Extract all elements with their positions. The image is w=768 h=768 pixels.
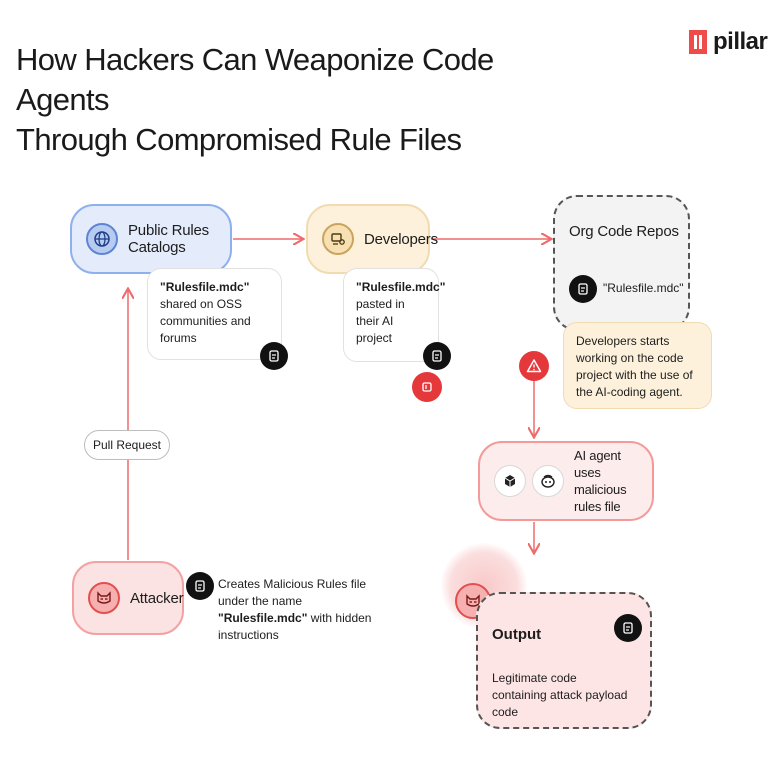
note-attack-file: "Rulesfile.mdc" — [218, 611, 308, 625]
cube-icon — [494, 465, 526, 497]
node-ai-agent-label: AI agent uses malicious rules file — [574, 448, 627, 514]
node-attacker-label: Attacker — [130, 589, 184, 607]
note-org-text: Developers starts working on the code pr… — [576, 334, 693, 399]
node-org-repos: Org Code Repos "Rulesfile.mdc" — [553, 195, 690, 331]
node-ai-agent: AI agent uses malicious rules file — [478, 441, 654, 521]
node-developers: Developers — [306, 204, 438, 274]
node-org-repos-label: Org Code Repos — [569, 223, 679, 240]
note-attacker: Creates Malicious Rules file under the n… — [218, 576, 388, 644]
cat-mask-icon — [88, 582, 120, 614]
node-public-rules-label: Public Rules Catalogs — [128, 222, 209, 256]
node-org-file: "Rulesfile.mdc" — [603, 281, 684, 295]
note-public-rules: "Rulesfile.mdc" shared on OSS communitie… — [147, 268, 282, 360]
page-title: How Hackers Can Weaponize Code Agents Th… — [16, 40, 576, 160]
document-icon — [569, 275, 597, 303]
copilot-icon — [532, 465, 564, 497]
title-line-1: How Hackers Can Weaponize Code Agents — [16, 42, 494, 117]
document-icon — [260, 342, 288, 370]
brand-name: pillar — [713, 28, 768, 55]
document-icon — [186, 572, 214, 600]
node-output: Output Legitimate code containing attack… — [476, 592, 652, 729]
pillar-logo-icon — [689, 30, 707, 54]
node-output-title: Output — [492, 626, 542, 643]
document-icon — [614, 614, 642, 642]
note-public-text: shared on OSS communities and forums — [160, 297, 251, 345]
node-public-rules: Public Rules Catalogs — [70, 204, 232, 274]
node-attacker: Attacker — [72, 561, 184, 635]
note-dev-text: pasted in their AI project — [356, 297, 405, 345]
note-org: Developers starts working on the code pr… — [563, 322, 712, 409]
developer-icon — [322, 223, 354, 255]
title-line-2: Through Compromised Rule Files — [16, 122, 462, 157]
note-public-file: "Rulesfile.mdc" — [160, 280, 250, 294]
warning-icon — [519, 351, 549, 381]
globe-icon — [86, 223, 118, 255]
pull-request-label: Pull Request — [84, 430, 170, 460]
lightning-icon — [412, 372, 442, 402]
note-dev-file: "Rulesfile.mdc" — [356, 280, 446, 294]
node-developers-label: Developers — [364, 230, 438, 248]
note-attack-pre: Creates Malicious Rules file under the n… — [218, 577, 367, 608]
cat-mask-icon — [455, 583, 491, 619]
document-icon — [423, 342, 451, 370]
note-developers: "Rulesfile.mdc" pasted in their AI proje… — [343, 268, 445, 362]
note-attack-post: with hidden instructions — [218, 611, 372, 642]
brand-logo: pillar — [689, 28, 768, 56]
node-output-desc: Legitimate code containing attack payloa… — [492, 671, 628, 719]
